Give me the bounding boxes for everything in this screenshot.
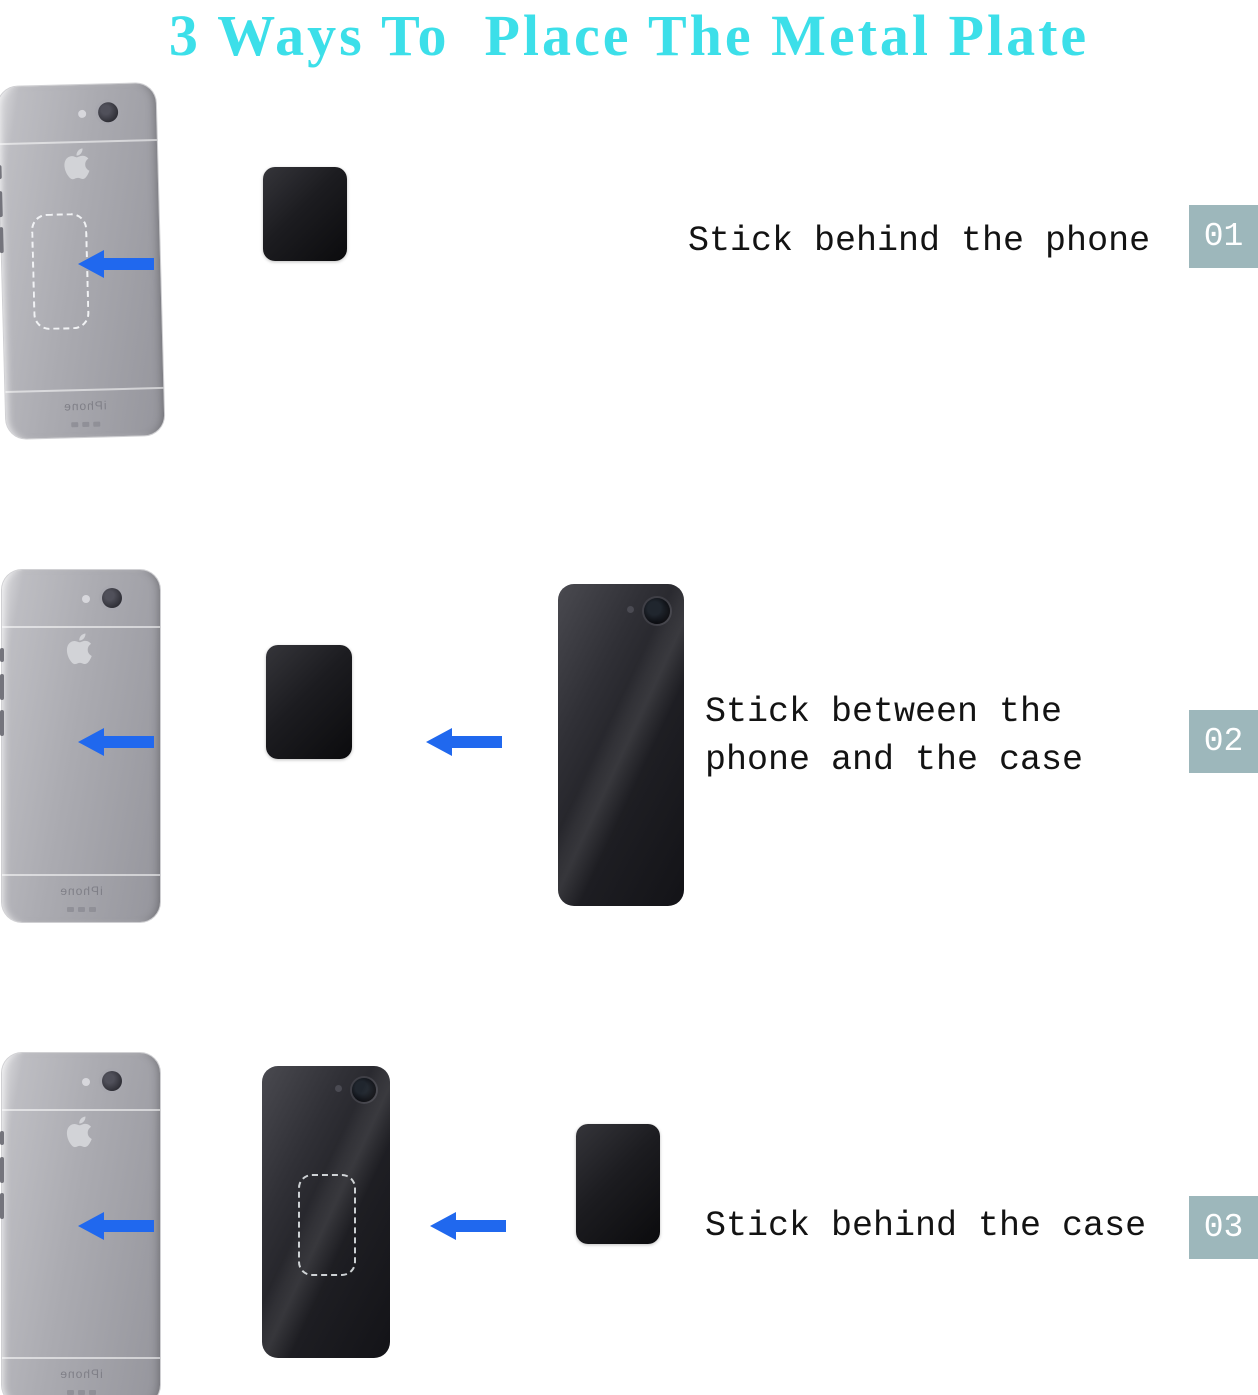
plate-target-area — [298, 1174, 356, 1276]
antenna-line — [2, 1357, 160, 1359]
flash-icon — [627, 606, 634, 613]
apple-logo-icon — [65, 630, 97, 668]
camera-icon — [644, 598, 670, 624]
step-caption: Stick behind the phone — [688, 221, 1151, 261]
black-phone-back — [558, 584, 684, 906]
flash-icon — [82, 1078, 90, 1086]
regulatory-marks — [2, 1390, 160, 1395]
side-button — [0, 1193, 4, 1219]
apple-logo-icon — [62, 145, 95, 184]
antenna-line — [2, 1109, 160, 1111]
flash-icon — [335, 1085, 342, 1092]
camera-icon — [102, 1071, 122, 1091]
flash-icon — [78, 109, 87, 119]
step-caption: Stick between the phone and the case — [705, 692, 1084, 780]
step-number-badge: 01 — [1189, 205, 1258, 268]
regulatory-marks — [2, 907, 160, 912]
camera-icon — [352, 1078, 376, 1102]
side-button — [0, 648, 4, 662]
metal-plate — [576, 1124, 660, 1244]
arrow-left-icon — [78, 248, 154, 280]
flash-icon — [82, 595, 90, 603]
metal-plate — [263, 167, 347, 261]
metal-plate — [266, 645, 352, 759]
arrow-left-icon — [78, 1210, 154, 1242]
side-button — [0, 1131, 4, 1145]
step-caption: Stick behind the case — [705, 1206, 1147, 1246]
side-button — [0, 674, 4, 700]
black-phone-case — [262, 1066, 390, 1358]
step-row-1: iPhone Stick behind the phone 01 — [0, 82, 1258, 450]
apple-logo-icon — [65, 1113, 97, 1151]
page-title: 3 Ways To Place The Metal Plate — [168, 3, 1090, 68]
arrow-left-icon — [78, 726, 154, 758]
phone-brand-label: iPhone — [59, 884, 103, 898]
side-button — [0, 1157, 4, 1183]
phone-brand-label: iPhone — [59, 1367, 103, 1381]
step-row-3: iPhone Stick behind the case 03 — [0, 1053, 1258, 1395]
step-row-2: iPhone Stick between the phone and the c… — [0, 570, 1258, 922]
side-button — [0, 227, 4, 254]
step-number-badge: 03 — [1189, 1196, 1258, 1259]
camera-icon — [97, 101, 119, 123]
side-button — [0, 191, 3, 218]
camera-icon — [102, 588, 122, 608]
step-number-badge: 02 — [1189, 710, 1258, 773]
arrow-left-icon — [426, 726, 502, 758]
regulatory-marks — [6, 420, 164, 429]
antenna-line — [5, 386, 164, 394]
arrow-left-icon — [430, 1210, 506, 1242]
antenna-line — [2, 626, 160, 628]
phone-brand-label: iPhone — [62, 398, 107, 414]
silver-phone-back: iPhone — [0, 82, 165, 440]
side-button — [0, 710, 4, 736]
antenna-line — [2, 874, 160, 876]
side-button — [0, 165, 2, 180]
